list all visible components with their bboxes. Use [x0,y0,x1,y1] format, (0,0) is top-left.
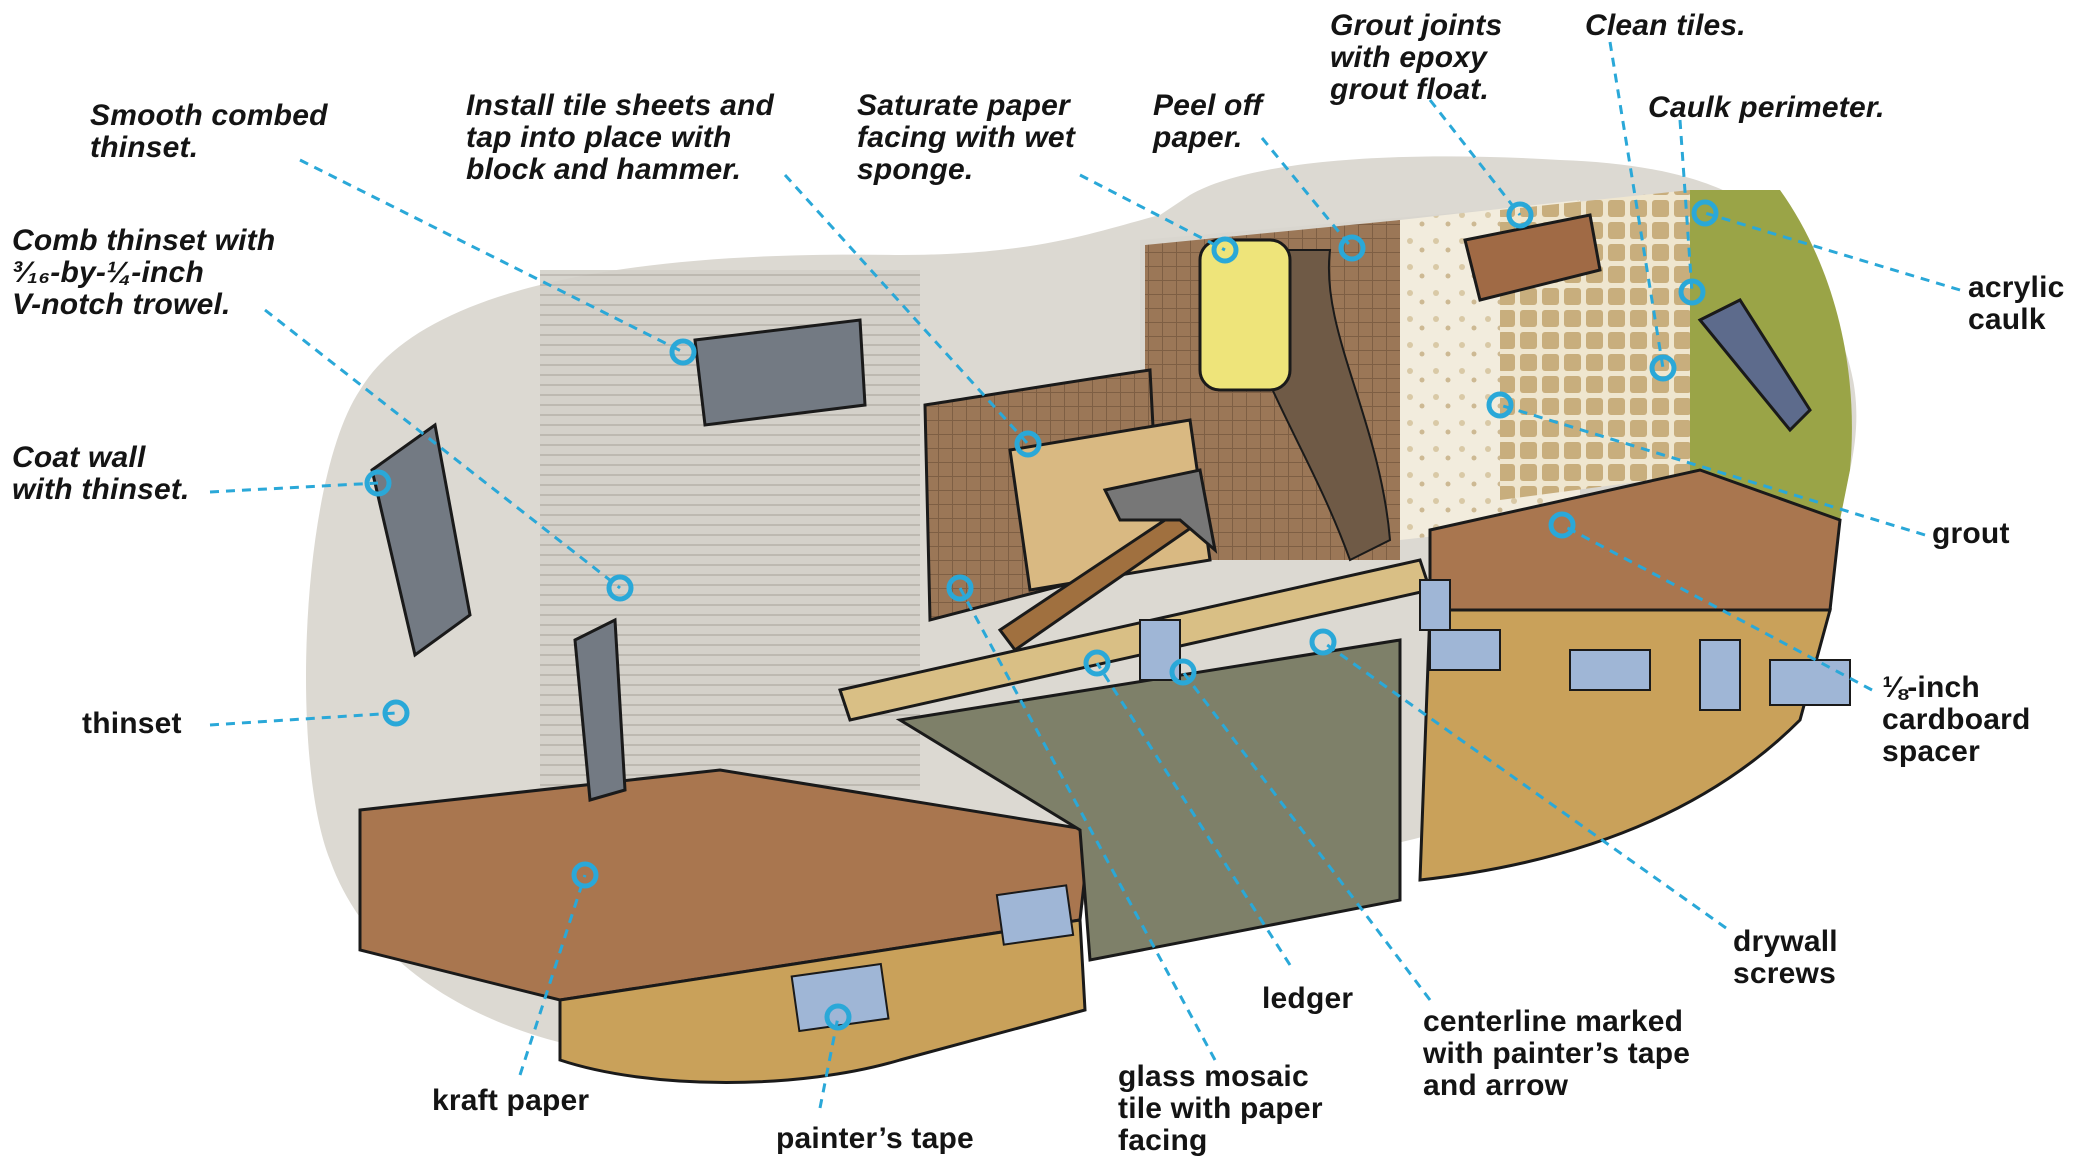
leader-smooth-combed-thinset [299,158,684,354]
label-caulk-perimeter: Caulk perimeter. [1648,91,1885,124]
label-grout-joints: Grout joints with epoxy grout float. [1330,9,1503,106]
marker-kraft-paper [571,861,599,889]
label-glass-mosaic: glass mosaic tile with paper facing [1118,1060,1323,1157]
callout-markers [364,199,1719,1031]
caulk-gun [1697,298,1812,433]
marker-centerline [1169,658,1197,686]
tape-strips [790,579,1851,1033]
marker-grout-joints [1506,201,1534,229]
marker-glass-mosaic [946,574,974,602]
leader-ledger [1095,662,1292,966]
label-thinset: thinset [82,707,182,740]
label-drywall-screws: drywall screws [1733,925,1838,990]
leader-install-tile-sheets [783,173,1030,446]
leader-kraft-paper [518,874,587,1076]
label-smooth-combed-thinset: Smooth combed thinset. [90,99,328,164]
marker-clean-tiles [1649,354,1677,382]
leader-grout-joints [1428,99,1522,216]
leader-centerline [1181,671,1432,1001]
marker-peel-off-paper [1338,234,1366,262]
marker-grout [1486,391,1514,419]
label-acrylic-caulk: acrylic caulk [1968,271,2065,336]
label-peel-off-paper: Peel off paper. [1153,89,1263,154]
label-centerline: centerline marked with painter’s tape an… [1423,1005,1691,1102]
marker-caulk-perimeter [1678,278,1706,306]
marker-drywall-screws [1309,628,1337,656]
marker-smooth-combed-thinset [669,338,697,366]
trowel-upper [693,318,867,427]
label-cardboard-spacer: ⅛-inch cardboard spacer [1882,671,2031,768]
trowel-left [370,422,472,658]
marker-install-tile-sheets [1014,430,1042,458]
label-comb-thinset: Comb thinset with ³⁄₁₆-by-¼-inch V-notch… [12,224,276,321]
label-saturate-paper: Saturate paper facing with wet sponge. [857,89,1076,186]
label-ledger: ledger [1262,982,1354,1015]
label-clean-tiles: Clean tiles. [1585,9,1746,42]
marker-acrylic-caulk [1691,199,1719,227]
marker-ledger [1083,649,1111,677]
marker-cardboard-spacer [1548,511,1576,539]
leader-lines [209,41,1961,1109]
leader-comb-thinset [264,308,621,590]
leader-coat-wall [209,481,379,494]
label-coat-wall: Coat wall with thinset. [12,441,190,506]
marker-saturate-paper [1211,236,1239,264]
sponge [1198,238,1292,392]
leader-grout [1499,403,1926,537]
leader-clean-tiles [1608,41,1665,369]
leader-cardboard-spacer [1561,523,1873,692]
leader-drywall-screws [1322,640,1727,930]
leader-saturate-paper [1079,173,1226,252]
marker-coat-wall [364,469,392,497]
label-grout: grout [1932,517,2010,550]
trowel-vertical [573,617,627,802]
label-kraft-paper: kraft paper [432,1084,590,1117]
label-painters-tape: painter’s tape [776,1122,974,1155]
hammer-head [1102,468,1218,554]
grout-float [1463,213,1602,302]
marker-painters-tape [824,1003,852,1031]
leader-caulk-perimeter [1678,119,1694,293]
leader-acrylic-caulk [1704,211,1961,292]
marker-thinset [382,699,410,727]
label-install-tile-sheets: Install tile sheets and tap into place w… [466,89,775,186]
marker-comb-thinset [606,574,634,602]
leader-peel-off-paper [1260,137,1354,249]
